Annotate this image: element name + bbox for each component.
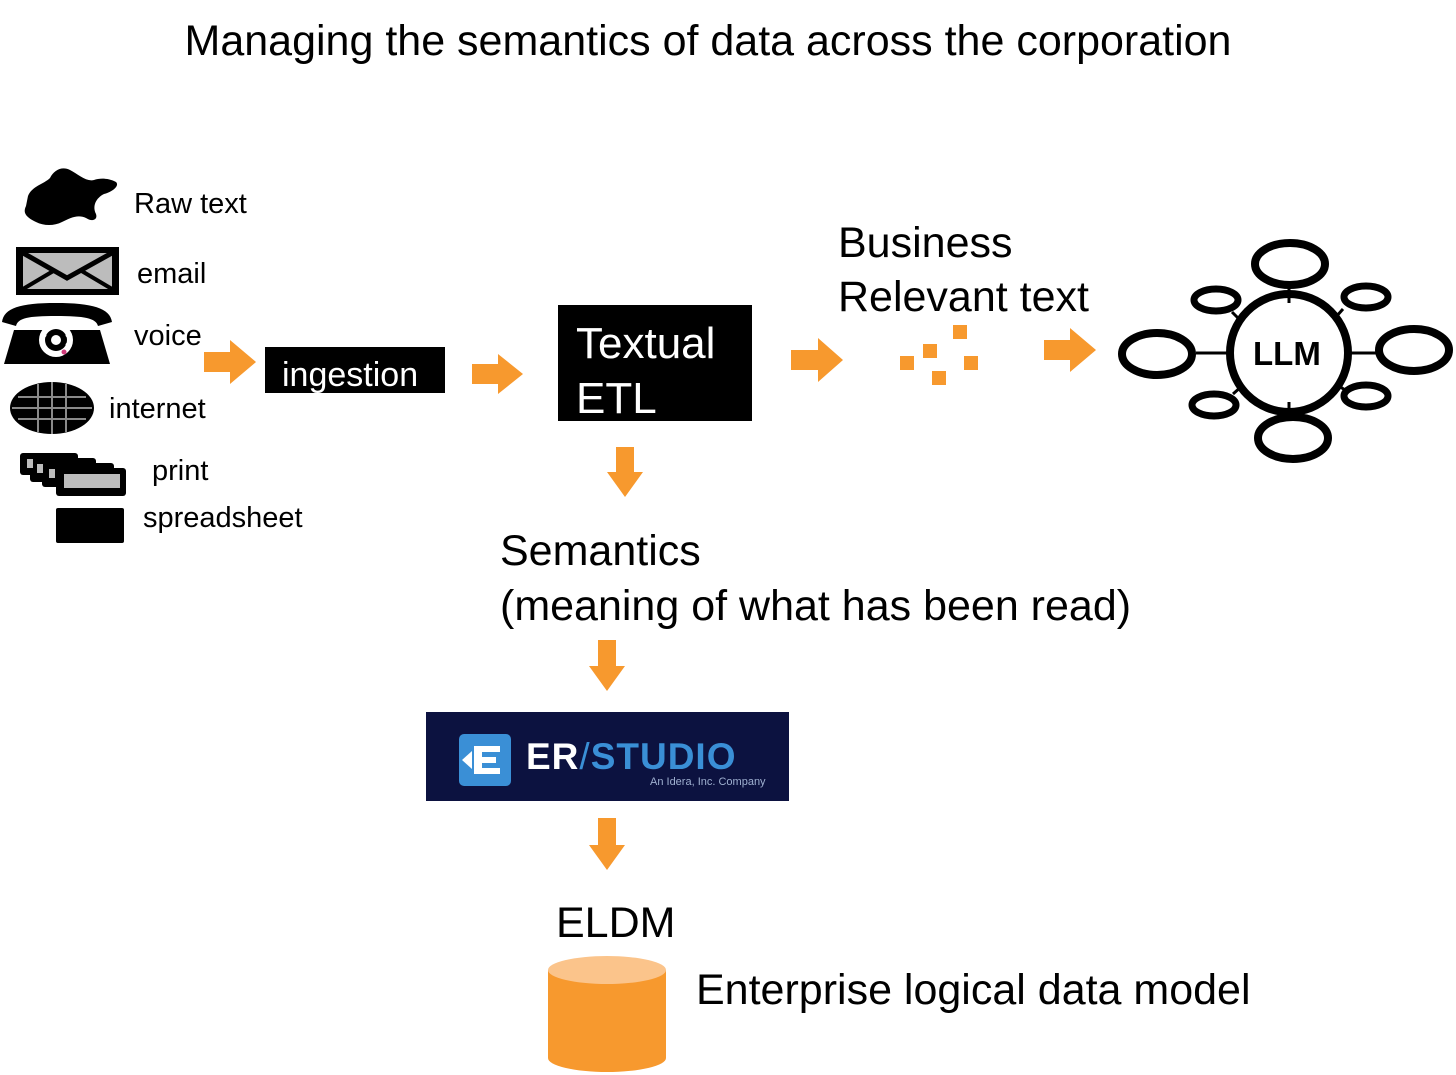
llm-label: LLM: [1253, 335, 1321, 372]
arrow-sources-to-ingestion: [204, 340, 256, 384]
ingestion-box: [265, 347, 445, 393]
semantics-label-line1: Semantics: [500, 527, 701, 575]
spreadsheet-icon: [56, 508, 124, 543]
source-label-spreadsheet: spreadsheet: [143, 502, 303, 534]
envelope-icon: [16, 247, 119, 295]
arrow-etl-to-business-text: [791, 338, 843, 382]
source-label-raw-text: Raw text: [134, 188, 247, 220]
arrow-semantics-to-erstudio: [589, 640, 625, 691]
raw-text-blob-icon: [24, 168, 118, 225]
eldm-label: ELDM: [556, 899, 676, 947]
er-studio-brand-er: ER: [526, 736, 580, 777]
source-label-print: print: [152, 455, 209, 487]
telephone-icon: [2, 303, 112, 364]
eldm-description: Enterprise logical data model: [696, 966, 1251, 1014]
er-studio-brand-studio: STUDIO: [590, 736, 737, 777]
llm-network-icon: [1118, 239, 1453, 463]
arrow-erstudio-to-eldm: [589, 818, 625, 870]
diagram-title: Managing the semantics of data across th…: [184, 17, 1232, 65]
ingestion-label: ingestion: [282, 356, 419, 394]
textual-etl-label-line2: ETL: [576, 374, 657, 423]
text-fragments-icon: [900, 325, 978, 385]
business-text-label-line2: Relevant text: [838, 273, 1089, 321]
arrow-etl-to-semantics: [607, 447, 643, 497]
er-studio-brand: ER/STUDIO: [526, 738, 736, 775]
source-label-email: email: [137, 258, 207, 290]
semantics-label-line2: (meaning of what has been read): [500, 582, 1132, 630]
source-label-internet: internet: [109, 393, 206, 425]
textual-etl-box: [558, 305, 752, 421]
er-studio-tagline: An Idera, Inc. Company: [650, 776, 766, 788]
arrow-business-text-to-llm: [1044, 328, 1096, 372]
textual-etl-label-line1: Textual: [576, 319, 716, 368]
business-text-label-line1: Business: [838, 219, 1013, 267]
arrow-ingestion-to-etl: [472, 354, 523, 394]
print-stack-icon: [20, 453, 126, 496]
source-label-voice: voice: [134, 320, 202, 352]
globe-icon: [10, 382, 94, 434]
er-studio-brand-slash: /: [579, 736, 591, 777]
database-cylinder-icon: [548, 956, 666, 1072]
